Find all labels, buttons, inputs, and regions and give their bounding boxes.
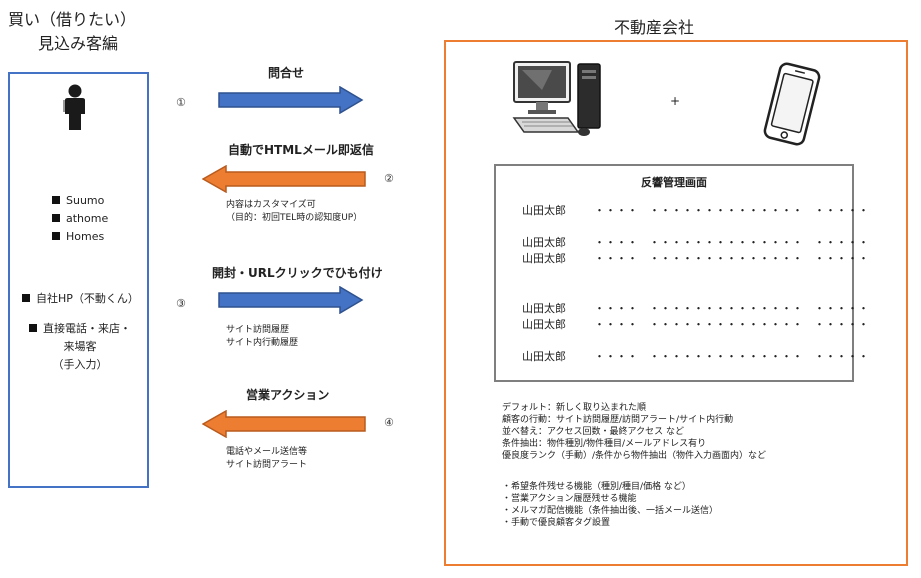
row-dots: ・・・・ ・・・・・・・・・・・・・・ ・・・・・ — [594, 252, 869, 265]
portal-label: Suumo — [66, 194, 105, 207]
note-line: サイト内行動履歴 — [226, 338, 299, 348]
customer-row[interactable]: 山田太郎 ・・・・ ・・・・・・・・・・・・・・ ・・・・・ — [522, 234, 869, 250]
feature-list: デフォルト：新しく取り込まれた順 顧客の行動：サイト訪問履歴/訪問アラート/サイ… — [502, 402, 766, 462]
feature-line: 並べ替え：アクセス回数・最終アクセス など — [502, 427, 684, 437]
own-hp-item: 自社HP（不動くん） — [22, 290, 139, 308]
portal-list: Suumo athome Homes — [52, 192, 108, 246]
function-bullet: ・営業アクション履歴残せる機能 — [502, 494, 637, 504]
feature-line: 顧客の行動：サイト訪問履歴/訪問アラート/サイト内行動 — [502, 415, 734, 425]
customer-row[interactable]: 山田太郎 ・・・・ ・・・・・・・・・・・・・・ ・・・・・ — [522, 250, 869, 266]
customer-row[interactable]: 山田太郎 ・・・・ ・・・・・・・・・・・・・・ ・・・・・ — [522, 202, 869, 218]
function-bullet: ・希望条件残せる機能（種別/種目/価格 など） — [502, 482, 691, 492]
left-arrow-icon — [202, 165, 366, 193]
plus-sign: + — [670, 94, 681, 108]
step-number-4: ④ — [384, 416, 394, 429]
auto-reply-notes: 内容はカスタマイズ可 （目的：初回TEL時の認知度UP） — [226, 199, 362, 225]
square-bullet-icon — [29, 324, 37, 332]
smartphone-icon — [763, 62, 821, 146]
arrow-label-inquiry: 問合せ — [268, 66, 305, 80]
step-number-1: ① — [176, 96, 186, 109]
customer-title-line2: 見込み客編 — [38, 34, 119, 53]
arrow-label-auto-reply: 自動でHTMLメール即返信 — [228, 143, 374, 157]
arrow-label-link: 開封・URLクリックでひも付け — [212, 266, 383, 280]
customer-name: 山田太郎 — [522, 350, 566, 363]
customer-row[interactable]: 山田太郎 ・・・・ ・・・・・・・・・・・・・・ ・・・・・ — [522, 316, 869, 332]
row-dots: ・・・・ ・・・・・・・・・・・・・・ ・・・・・ — [594, 204, 869, 217]
screen-title: 反響管理画面 — [641, 176, 707, 189]
note-line: 内容はカスタマイズ可 — [226, 200, 316, 210]
feature-line: 条件抽出：物件種別/物件種目/メールアドレス有り — [502, 439, 707, 449]
customer-box — [8, 72, 149, 488]
square-bullet-icon — [52, 196, 60, 204]
portal-label: athome — [66, 212, 109, 225]
note-line: （目的：初回TEL時の認知度UP） — [226, 213, 363, 223]
left-arrow-icon — [202, 410, 366, 438]
note-line: サイト訪問履歴 — [226, 325, 290, 335]
row-dots: ・・・・ ・・・・・・・・・・・・・・ ・・・・・ — [594, 318, 869, 331]
direct-line1: 直接電話・来店・ — [43, 322, 131, 335]
sales-action-notes: 電話やメール送信等 サイト訪問アラート — [226, 446, 307, 472]
step-number-3: ③ — [176, 297, 186, 310]
function-bullet-list: ・希望条件残せる機能（種別/種目/価格 など） ・営業アクション履歴残せる機能 … — [502, 481, 718, 529]
portal-item: Homes — [52, 228, 108, 246]
row-dots: ・・・・ ・・・・・・・・・・・・・・ ・・・・・ — [594, 302, 869, 315]
own-hp-label: 自社HP（不動くん） — [36, 292, 139, 305]
direct-item: 直接電話・来店・ 来場客 （手入力） — [24, 320, 136, 374]
customer-title-line1: 買い（借りたい） — [8, 10, 137, 29]
arrow-label-sales-action: 営業アクション — [246, 388, 330, 402]
person-icon — [62, 84, 88, 136]
row-dots: ・・・・ ・・・・・・・・・・・・・・ ・・・・・ — [594, 236, 869, 249]
note-line: 電話やメール送信等 — [226, 447, 308, 457]
customer-name: 山田太郎 — [522, 204, 566, 217]
right-arrow-icon — [218, 286, 364, 314]
portal-item: Suumo — [52, 192, 108, 210]
direct-line2: 来場客 — [63, 340, 97, 353]
function-bullet: ・メルマガ配信機能（条件抽出後、一括メール送信） — [502, 506, 719, 516]
customer-name: 山田太郎 — [522, 318, 566, 331]
square-bullet-icon — [52, 214, 60, 222]
note-line: サイト訪問アラート — [226, 460, 308, 470]
response-management-screen: 反響管理画面 山田太郎・・・・ ・・・・・・・・・・・・・・ ・・・・・ 山田太… — [494, 164, 869, 382]
portal-item: athome — [52, 210, 108, 228]
link-notes: サイト訪問履歴 サイト内行動履歴 — [226, 324, 298, 350]
right-arrow-icon — [218, 86, 364, 114]
customer-name: 山田太郎 — [522, 236, 566, 249]
customer-row[interactable]: 山田太郎 ・・・・ ・・・・・・・・・・・・・・ ・・・・・ — [522, 348, 869, 364]
function-bullet: ・手動で優良顧客タグ設置 — [502, 518, 611, 528]
customer-row[interactable]: 山田太郎 ・・・・ ・・・・・・・・・・・・・・ ・・・・・ — [522, 300, 869, 316]
direct-line3: （手入力） — [52, 358, 108, 371]
customer-name: 山田太郎 — [522, 252, 566, 265]
company-title: 不動産会社 — [614, 18, 695, 37]
step-number-2: ② — [384, 172, 394, 185]
desktop-computer-icon — [512, 61, 601, 136]
square-bullet-icon — [52, 232, 60, 240]
feature-line: デフォルト：新しく取り込まれた順 — [502, 403, 647, 413]
row-dots: ・・・・ ・・・・・・・・・・・・・・ ・・・・・ — [594, 350, 869, 363]
square-bullet-icon — [22, 294, 30, 302]
company-box — [444, 40, 908, 566]
customer-name: 山田太郎 — [522, 302, 566, 315]
portal-label: Homes — [66, 230, 105, 243]
feature-line: 優良度ランク（手動）/条件から物件抽出（物件入力画面内）など — [502, 451, 767, 461]
customer-title: 買い（借りたい） 見込み客編 — [8, 8, 136, 56]
